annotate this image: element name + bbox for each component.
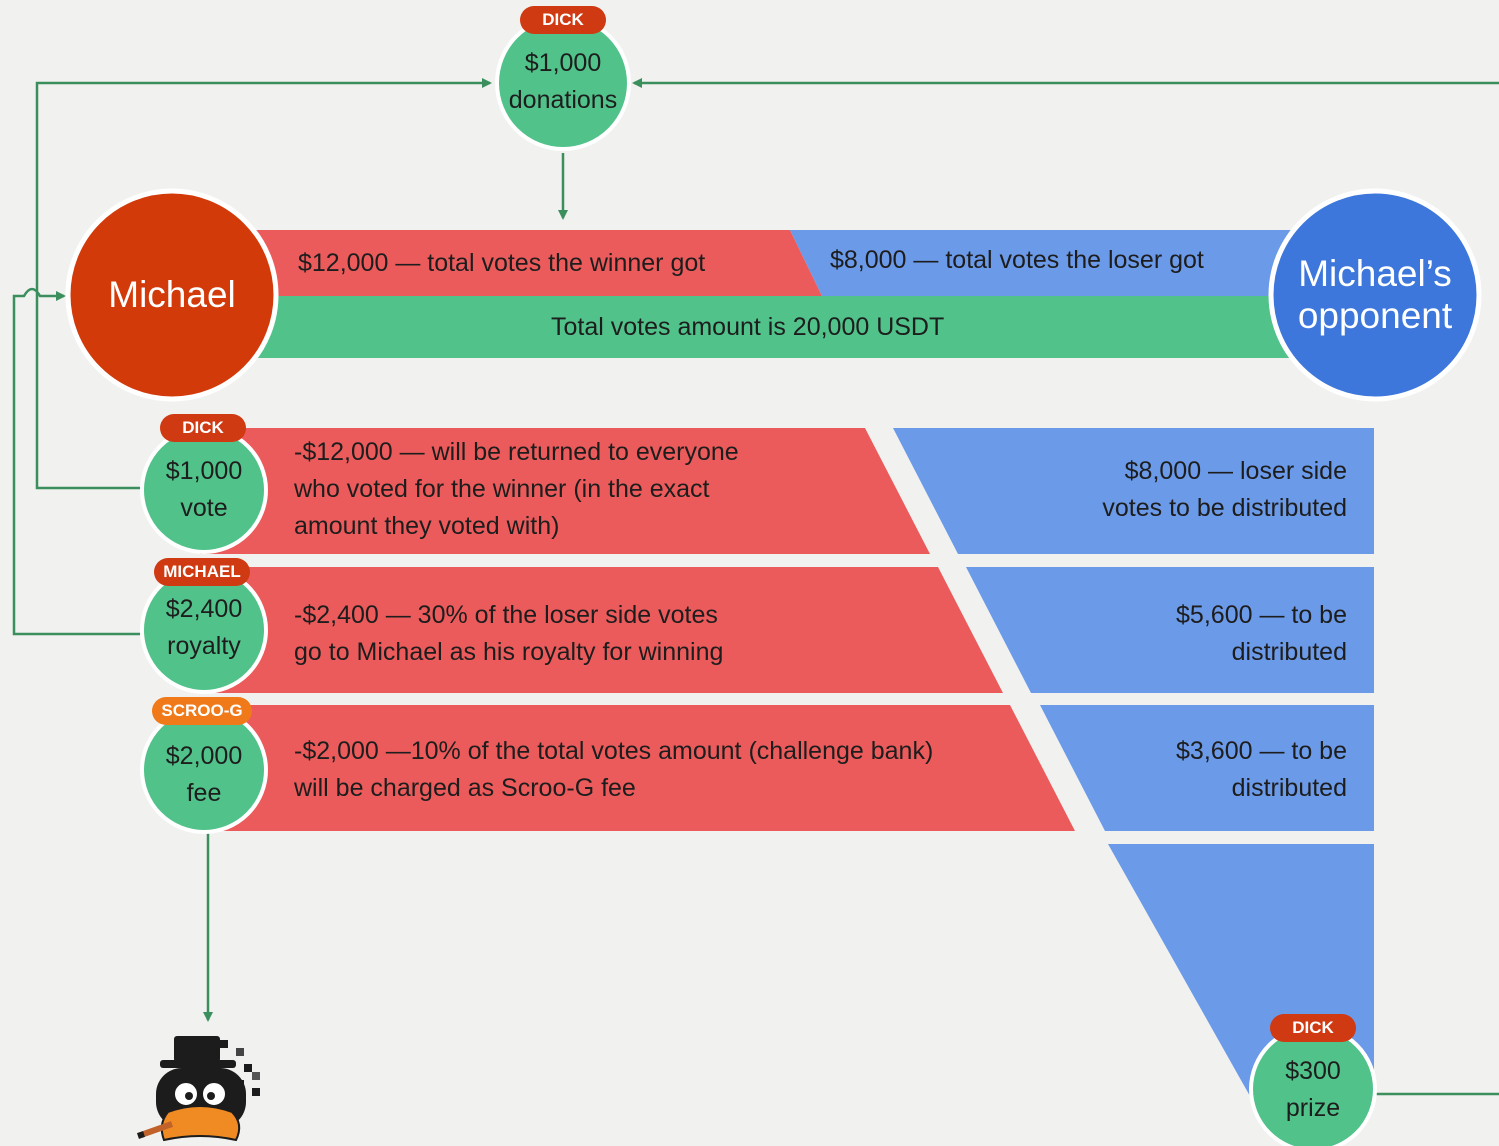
opponent-name-line1: Michael’s — [1298, 253, 1452, 294]
connectors — [12, 78, 1499, 1096]
row3-blue-bar — [1040, 705, 1374, 831]
row3-red-bar — [200, 705, 1075, 831]
row1-red-line3: amount they voted with) — [294, 512, 560, 540]
winner-bar — [255, 230, 822, 296]
michael-node — [65, 188, 279, 402]
loser-bar — [790, 230, 1300, 296]
prize-label: prize — [1285, 1094, 1341, 1122]
row2-blue-line1: $5,600 — to be — [1176, 601, 1347, 629]
vote-to-donations-line — [35, 78, 492, 490]
row1-blue-bar — [893, 428, 1374, 554]
row3-red-line2: will be charged as Scroo-G fee — [294, 774, 636, 802]
loser-votes-text: $8,000 — total votes the loser got — [830, 246, 1204, 274]
winner-votes-text: $12,000 — total votes the winner got — [298, 249, 706, 277]
donations-tag: DICK — [520, 6, 606, 34]
total-votes-text: Total votes amount is 20,000 USDT — [551, 313, 945, 341]
donations-amount: $1,000 — [524, 49, 602, 77]
opponent-node — [1268, 188, 1482, 402]
row2-red-bar — [200, 567, 1003, 693]
vote-amount: $1,000 — [165, 457, 243, 485]
row3-red-line1: -$2,000 —10% of the total votes amount (… — [294, 737, 934, 765]
royalty-amount: $2,400 — [165, 595, 243, 623]
michael-name: Michael — [108, 274, 236, 315]
row1-red-line2: who voted for the winner (in the exact — [294, 475, 710, 503]
row3-blue-line1: $3,600 — to be — [1176, 737, 1347, 765]
prize-tag: DICK — [1270, 1014, 1356, 1042]
royalty-tag: MICHAEL — [154, 558, 250, 586]
row1-red-line1: -$12,000 — will be returned to everyone — [294, 438, 739, 466]
total-bar — [255, 296, 1300, 358]
prize-amount: $300 — [1285, 1057, 1341, 1085]
row1-red-bar — [200, 428, 930, 554]
opponent-name-line2: opponent — [1297, 295, 1453, 336]
royalty-to-michael-line — [12, 287, 140, 636]
vote-tag: DICK — [160, 414, 246, 442]
row3-blue-line2: distributed — [1231, 774, 1347, 802]
donations-label: donations — [508, 86, 618, 114]
row2-red-line2: go to Michael as his royalty for winning — [294, 638, 724, 666]
row2-blue-bar — [966, 567, 1374, 693]
row1-blue-line2: votes to be distributed — [1102, 494, 1347, 522]
royalty-label: royalty — [167, 632, 241, 660]
fee-tag: SCROO-G — [152, 697, 252, 725]
row2-blue-line2: distributed — [1231, 638, 1347, 666]
duck-mascot-icon — [137, 1036, 260, 1142]
row2-red-line1: -$2,400 — 30% of the loser side votes — [294, 601, 718, 629]
vote-label: vote — [180, 494, 228, 522]
row1-blue-line1: $8,000 — loser side — [1124, 457, 1347, 485]
fee-label: fee — [186, 779, 222, 807]
fee-amount: $2,000 — [165, 742, 243, 770]
